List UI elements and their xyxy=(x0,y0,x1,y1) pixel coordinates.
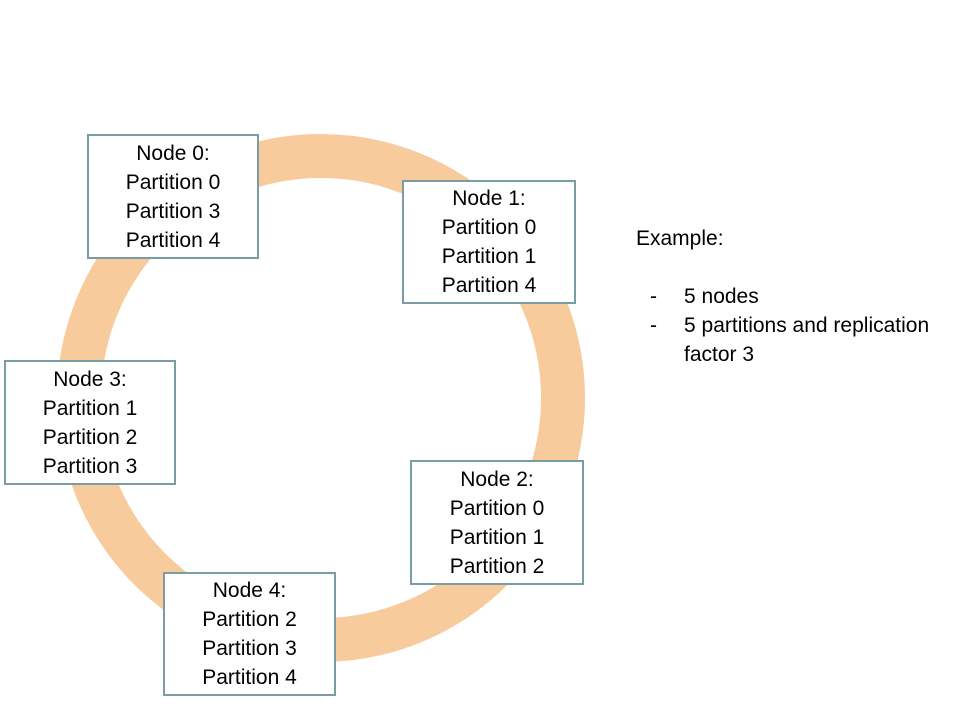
partition-label: Partition 1 xyxy=(449,525,545,549)
node-3-box: Node 3: Partition 1 Partition 2 Partitio… xyxy=(4,360,176,485)
partition-label: Partition 3 xyxy=(42,454,138,478)
partition-label: Partition 1 xyxy=(441,245,537,268)
partition-label: Partition 4 xyxy=(202,666,297,689)
partition-label: Partition 2 xyxy=(42,425,138,449)
node-title: Node 0: xyxy=(136,141,210,165)
example-item-partitions: - 5 partitions and replication factor 3 xyxy=(636,311,936,369)
partition-label: Partition 0 xyxy=(449,496,545,520)
node-4-box: Node 4: Partition 2 Partition 3 Partitio… xyxy=(163,572,336,696)
bullet-dash: - xyxy=(650,285,657,308)
partition-label: Partition 4 xyxy=(125,228,221,252)
partition-label: Partition 3 xyxy=(202,637,297,660)
node-1-box: Node 1: Partition 0 Partition 1 Partitio… xyxy=(402,180,576,304)
node-0-box: Node 0: Partition 0 Partition 3 Partitio… xyxy=(87,134,259,259)
example-item-text: 5 nodes xyxy=(684,285,759,308)
example-item-text: 5 partitions and replication factor 3 xyxy=(684,314,930,366)
partition-label: Partition 3 xyxy=(125,199,221,223)
example-note: Example: - 5 nodes - 5 partitions and re… xyxy=(636,224,936,369)
partition-label: Partition 2 xyxy=(202,608,297,631)
example-title: Example: xyxy=(636,227,724,250)
partition-label: Partition 2 xyxy=(449,554,545,578)
partition-label: Partition 4 xyxy=(441,274,537,297)
example-item-nodes: - 5 nodes xyxy=(636,282,936,311)
node-title: Node 1: xyxy=(452,187,526,210)
node-2-box: Node 2: Partition 0 Partition 1 Partitio… xyxy=(410,460,584,585)
partition-label: Partition 0 xyxy=(441,216,537,239)
node-title: Node 2: xyxy=(460,467,534,491)
node-title: Node 3: xyxy=(53,367,127,391)
node-title: Node 4: xyxy=(212,579,287,602)
bullet-dash: - xyxy=(650,314,657,337)
partition-label: Partition 0 xyxy=(125,170,221,194)
partition-label: Partition 1 xyxy=(42,396,138,420)
